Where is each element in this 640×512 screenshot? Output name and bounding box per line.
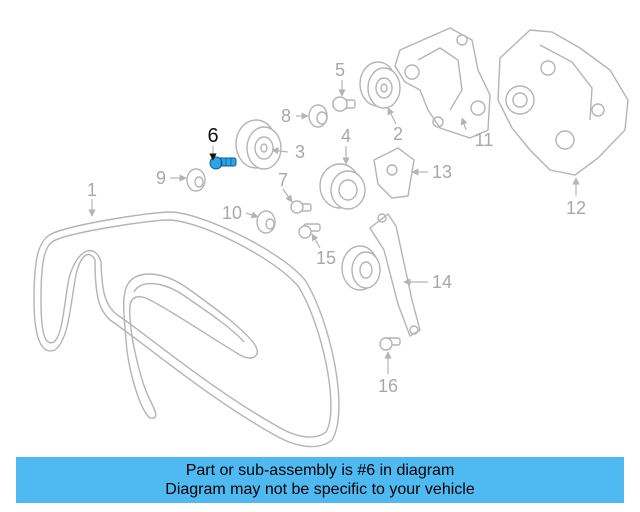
pulley-2: [359, 61, 401, 109]
bolt-5: [332, 96, 356, 112]
bracket-part: [394, 27, 491, 139]
banner-line-1: Part or sub-assembly is #6 in diagram: [185, 462, 455, 479]
callout-8: 8: [281, 106, 291, 126]
callout-14: 14: [432, 272, 452, 292]
info-banner: Part or sub-assembly is #6 in diagram Di…: [16, 457, 624, 503]
mount-bracket-part: [497, 29, 629, 176]
callout-10: 10: [222, 203, 242, 223]
callout-11: 11: [475, 130, 494, 150]
callout-12: 12: [566, 198, 586, 218]
callout-16: 16: [378, 376, 398, 396]
callout-3: 3: [295, 142, 305, 162]
pulley-4: [319, 163, 366, 210]
bolt-7: [290, 200, 312, 214]
small-bracket-13: [373, 147, 415, 199]
belt-part: [33, 211, 340, 448]
washer-10: [256, 210, 276, 234]
callout-7: 7: [278, 170, 288, 190]
callout-6-highlighted[interactable]: 6: [207, 125, 218, 147]
washer-8: [308, 104, 328, 128]
callout-1: 1: [87, 180, 97, 200]
tensioner-14: [341, 212, 421, 338]
callout-9: 9: [156, 168, 166, 188]
callout-2: 2: [393, 124, 403, 144]
washer-9: [186, 168, 206, 192]
callout-4: 4: [341, 126, 351, 146]
callout-13: 13: [432, 162, 452, 182]
parts-diagram: 1 2 3 4 5 6 7 8 9 10 11 12 13 14 15 16: [33, 27, 629, 448]
banner-line-2: Diagram may not be specific to your vehi…: [165, 481, 475, 498]
callout-15: 15: [316, 248, 336, 268]
pulley-3: [235, 119, 282, 170]
bolt-16: [379, 337, 401, 351]
callout-5: 5: [335, 60, 345, 80]
bolt-6-highlighted[interactable]: [209, 156, 237, 170]
bolt-15: [298, 223, 321, 239]
leader-lines: [88, 80, 580, 374]
